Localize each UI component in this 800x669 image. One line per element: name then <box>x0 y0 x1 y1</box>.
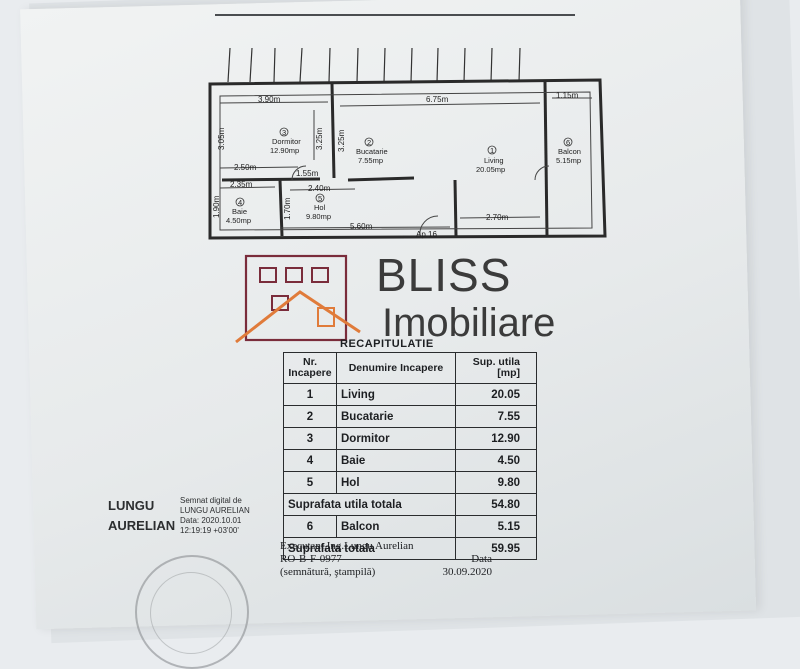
table-row: 1 Living 20.05 <box>283 383 537 406</box>
signer-name: LUNGU AURELIAN <box>108 498 176 533</box>
dim-1-90: 1.90m <box>212 195 221 218</box>
dim-1-55: 1.55m <box>296 169 319 178</box>
header-area: Sup. utila [mp] <box>455 352 537 384</box>
svg-text:Balcon: Balcon <box>558 147 581 156</box>
table-row: 3 Dormitor 12.90 <box>283 427 537 450</box>
stamp-seal-inner <box>150 572 232 654</box>
svg-text:5: 5 <box>318 194 322 203</box>
dim-2-40: 2.40m <box>308 184 331 193</box>
recap-table: Nr. Incapere Denumire Incapere Sup. util… <box>283 352 537 560</box>
total-value: 59.95 <box>455 537 537 560</box>
dim-3-25-b: 3.25m <box>337 129 346 152</box>
svg-text:6: 6 <box>566 138 570 147</box>
room-baie: 4 Baie 4.50mp <box>226 197 251 225</box>
useful-total-row: Suprafata utila totala 54.80 <box>283 493 537 516</box>
header-nr: Nr. Incapere <box>283 352 337 384</box>
dim-3-25-a: 3.25m <box>315 127 324 150</box>
room-balcon: 6 Balcon 5.15mp <box>556 137 581 165</box>
brand-name: BLISS <box>376 249 512 301</box>
room-dormitor: 3 Dormitor 12.90mp <box>270 127 301 155</box>
balcony-row: 6 Balcon 5.15 <box>283 515 537 538</box>
svg-text:5.15mp: 5.15mp <box>556 156 581 165</box>
dim-6-75: 6.75m <box>426 95 449 104</box>
svg-text:3: 3 <box>282 128 286 137</box>
dim-1-15: 1.15m <box>556 91 579 100</box>
dim-3-90: 3.90m <box>258 95 281 104</box>
total-row: Suprafata totala 59.95 <box>283 537 537 560</box>
svg-text:Bucatarie: Bucatarie <box>356 147 388 156</box>
bliss-logo-icon <box>235 254 361 344</box>
svg-text:7.55mp: 7.55mp <box>358 156 383 165</box>
apartment-number: Ap.16 <box>416 230 437 239</box>
room-hol: 5 Hol 9.80mp <box>306 193 331 221</box>
signature-note: (semnătură, ştampilă) <box>280 566 376 578</box>
document-date: 30.09.2020 <box>442 566 493 578</box>
useful-total-value: 54.80 <box>455 493 537 516</box>
executant-license: RO-B-F-0977 <box>280 553 342 565</box>
executant-block: Executant,Ing.Lungu Aurelian RO-B-F-0977… <box>280 540 492 579</box>
table-row: 4 Baie 4.50 <box>283 449 537 472</box>
previous-drawing-edge <box>215 0 575 16</box>
svg-text:4: 4 <box>238 198 242 207</box>
dim-2-35: 2.35m <box>230 180 253 189</box>
svg-text:20.05mp: 20.05mp <box>476 165 505 174</box>
dim-5-60: 5.60m <box>350 222 373 231</box>
header-name: Denumire Incapere <box>336 352 456 384</box>
recap-title: RECAPITULATIE <box>340 338 434 350</box>
executant-name: Executant,Ing.Lungu Aurelian <box>280 540 414 552</box>
svg-text:Baie: Baie <box>232 207 247 216</box>
svg-text:9.80mp: 9.80mp <box>306 212 331 221</box>
room-bucatarie: 2 Bucatarie 7.55mp <box>356 137 388 165</box>
walls <box>208 78 607 240</box>
inner-lines <box>219 91 593 237</box>
recap-header-row: Nr. Incapere Denumire Incapere Sup. util… <box>283 352 537 384</box>
table-row: 2 Bucatarie 7.55 <box>283 405 537 428</box>
dim-2-70: 2.70m <box>486 213 509 222</box>
brand-subtitle: Imobiliare <box>382 301 556 345</box>
date-label: Data <box>471 553 492 565</box>
dim-2-50: 2.50m <box>234 163 257 172</box>
svg-text:Living: Living <box>484 156 504 165</box>
floor-plan: 3.90m 6.75m 1.15m 3.05m 3.25m 3.25m 2.50… <box>208 47 607 240</box>
svg-text:Dormitor: Dormitor <box>272 137 301 146</box>
svg-text:2: 2 <box>367 138 371 147</box>
column-marks <box>227 47 521 83</box>
dim-3-05: 3.05m <box>217 127 226 150</box>
room-living: 1 Living 20.05mp <box>476 145 505 174</box>
svg-text:Hol: Hol <box>314 203 326 212</box>
svg-text:4.50mp: 4.50mp <box>226 216 251 225</box>
svg-text:12.90mp: 12.90mp <box>270 146 299 155</box>
useful-total-label: Suprafata utila totala <box>283 493 456 516</box>
table-row: 5 Hol 9.80 <box>283 471 537 494</box>
svg-text:1: 1 <box>490 146 494 155</box>
dim-1-70: 1.70m <box>283 197 292 220</box>
digital-signature-info: Semnat digital de LUNGU AURELIAN Data: 2… <box>180 496 250 535</box>
